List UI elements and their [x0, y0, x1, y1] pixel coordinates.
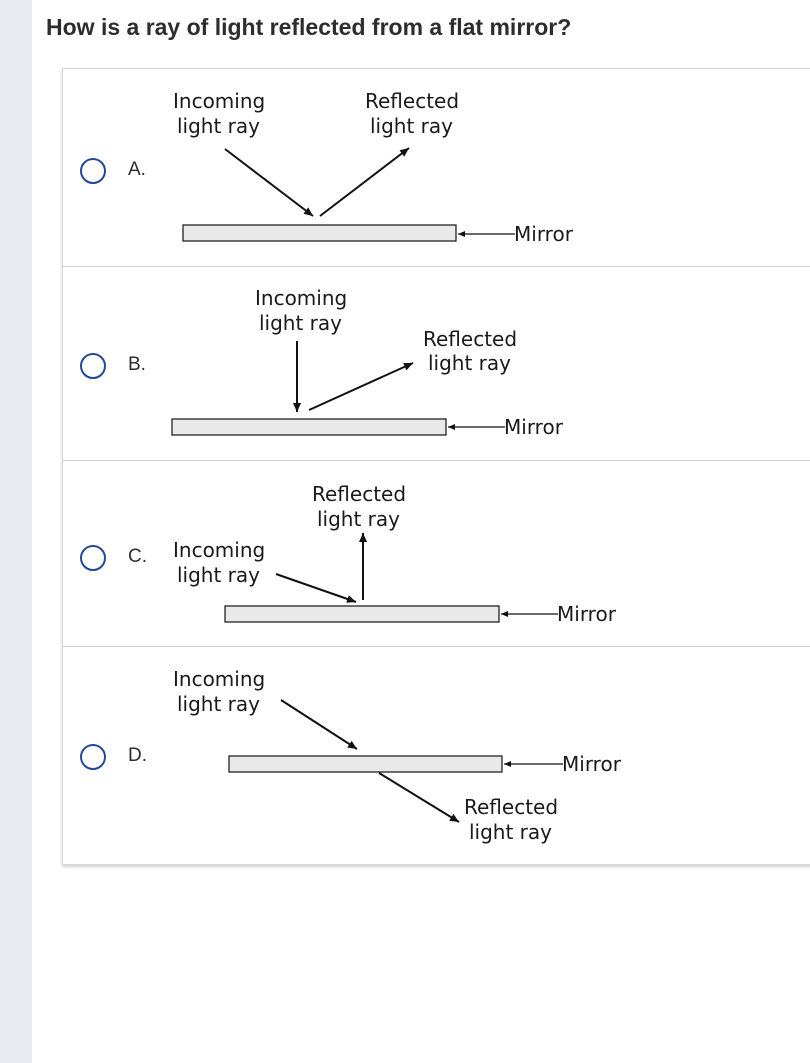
incoming-label: Incoming — [173, 667, 265, 691]
option-letter: D. — [128, 745, 147, 766]
reflected-label: Reflected — [464, 795, 558, 819]
incoming-ray-arrow — [275, 573, 357, 603]
incoming-ray-arrow — [224, 148, 314, 217]
incoming-label: light ray — [177, 563, 260, 587]
incoming-label: light ray — [259, 311, 342, 335]
mirror-label: Mirror — [514, 222, 574, 246]
option-letter: A. — [128, 159, 146, 180]
answer-options: A. Incoming light ray Reflected light ra… — [62, 68, 810, 865]
incoming-label: Incoming — [173, 89, 265, 113]
reflected-label: Reflected — [312, 482, 406, 506]
reflected-label: light ray — [370, 114, 453, 138]
mirror-label: Mirror — [504, 415, 564, 439]
option-letter: B. — [128, 354, 146, 375]
diagram-d: Incoming light ray Mirror Reflected ligh… — [173, 667, 622, 844]
question-text: How is a ray of light reflected from a f… — [46, 14, 572, 40]
radio-button-a[interactable] — [80, 158, 106, 184]
mirror-label: Mirror — [557, 602, 617, 626]
reflected-label: light ray — [469, 820, 552, 844]
diagram-a: Incoming light ray Reflected light ray M… — [173, 89, 574, 246]
diagram-b: Incoming light ray Reflected light ray M… — [171, 286, 564, 439]
reflected-ray-arrow — [308, 362, 414, 411]
reflected-label: light ray — [317, 507, 400, 531]
incoming-label: light ray — [177, 692, 260, 716]
diagram-c: Reflected light ray Incoming light ray M… — [173, 482, 617, 626]
option-letter: C. — [128, 546, 147, 567]
radio-button-b[interactable] — [80, 353, 106, 379]
reflected-ray-arrow — [378, 772, 460, 823]
option-b[interactable]: B. Incoming light ray Reflected light ra… — [63, 266, 810, 461]
radio-button-d[interactable] — [80, 744, 106, 770]
radio-button-c[interactable] — [80, 545, 106, 571]
mirror — [171, 418, 447, 436]
incoming-label: Incoming — [173, 538, 265, 562]
incoming-label: light ray — [177, 114, 260, 138]
incoming-label: Incoming — [255, 286, 347, 310]
mirror — [182, 224, 457, 242]
mirror-label: Mirror — [562, 752, 622, 776]
mirror — [228, 755, 503, 773]
reflected-label: light ray — [428, 351, 511, 375]
option-a[interactable]: A. Incoming light ray Reflected light ra… — [63, 69, 810, 267]
reflected-label: Reflected — [365, 89, 459, 113]
reflected-label: Reflected — [423, 327, 517, 351]
option-d[interactable]: D. Incoming light ray Mirror Reflected l… — [63, 646, 810, 864]
mirror — [224, 605, 500, 623]
reflected-ray-arrow — [319, 147, 410, 217]
option-c[interactable]: C. Reflected light ray Incoming light ra… — [63, 460, 810, 647]
left-sidebar-strip — [0, 0, 32, 1063]
incoming-ray-arrow — [280, 699, 358, 750]
